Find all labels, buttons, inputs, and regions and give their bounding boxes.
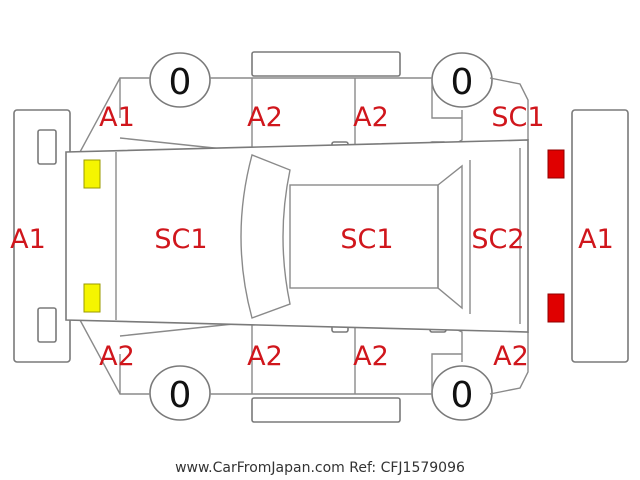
tire-rear-right: 0 xyxy=(431,365,493,421)
code-rear-bumper: A1 xyxy=(578,224,614,255)
code-roof: SC1 xyxy=(340,224,393,255)
front-lamps xyxy=(83,159,101,313)
front-lamp-left xyxy=(83,159,101,189)
code-front-bumper: A1 xyxy=(10,224,46,255)
code-right-front-door: A2 xyxy=(247,341,283,372)
tire-front-left: 0 xyxy=(149,52,211,108)
rear-lamp-left xyxy=(547,149,565,179)
tire-front-right-value: 0 xyxy=(169,375,192,416)
tire-rear-left-value: 0 xyxy=(451,62,474,103)
code-rear-right-quarter: A2 xyxy=(493,341,529,372)
tire-front-left-value: 0 xyxy=(169,62,192,103)
code-hood: SC1 xyxy=(154,224,207,255)
code-trunk: SC2 xyxy=(471,224,524,255)
right-side-panel xyxy=(251,397,401,423)
code-left-front-door: A2 xyxy=(247,102,283,133)
code-rear-left-quarter: SC1 xyxy=(491,102,544,133)
car-top-body xyxy=(65,139,529,333)
tire-front-right: 0 xyxy=(149,365,211,421)
code-left-rear-door: A2 xyxy=(353,102,389,133)
left-side-panel xyxy=(251,51,401,77)
rear-bumper xyxy=(571,109,629,363)
footer-reference: www.CarFromJapan.com Ref: CFJ1579096 xyxy=(175,460,465,476)
code-front-right-fender: A2 xyxy=(99,341,135,372)
tire-rear-right-value: 0 xyxy=(451,375,474,416)
rear-lamps xyxy=(547,149,565,323)
rear-lamp-right xyxy=(547,293,565,323)
code-front-left-fender: A1 xyxy=(99,102,135,133)
tire-rear-left: 0 xyxy=(431,52,493,108)
front-lamp-right xyxy=(83,283,101,313)
code-right-rear-door: A2 xyxy=(353,341,389,372)
